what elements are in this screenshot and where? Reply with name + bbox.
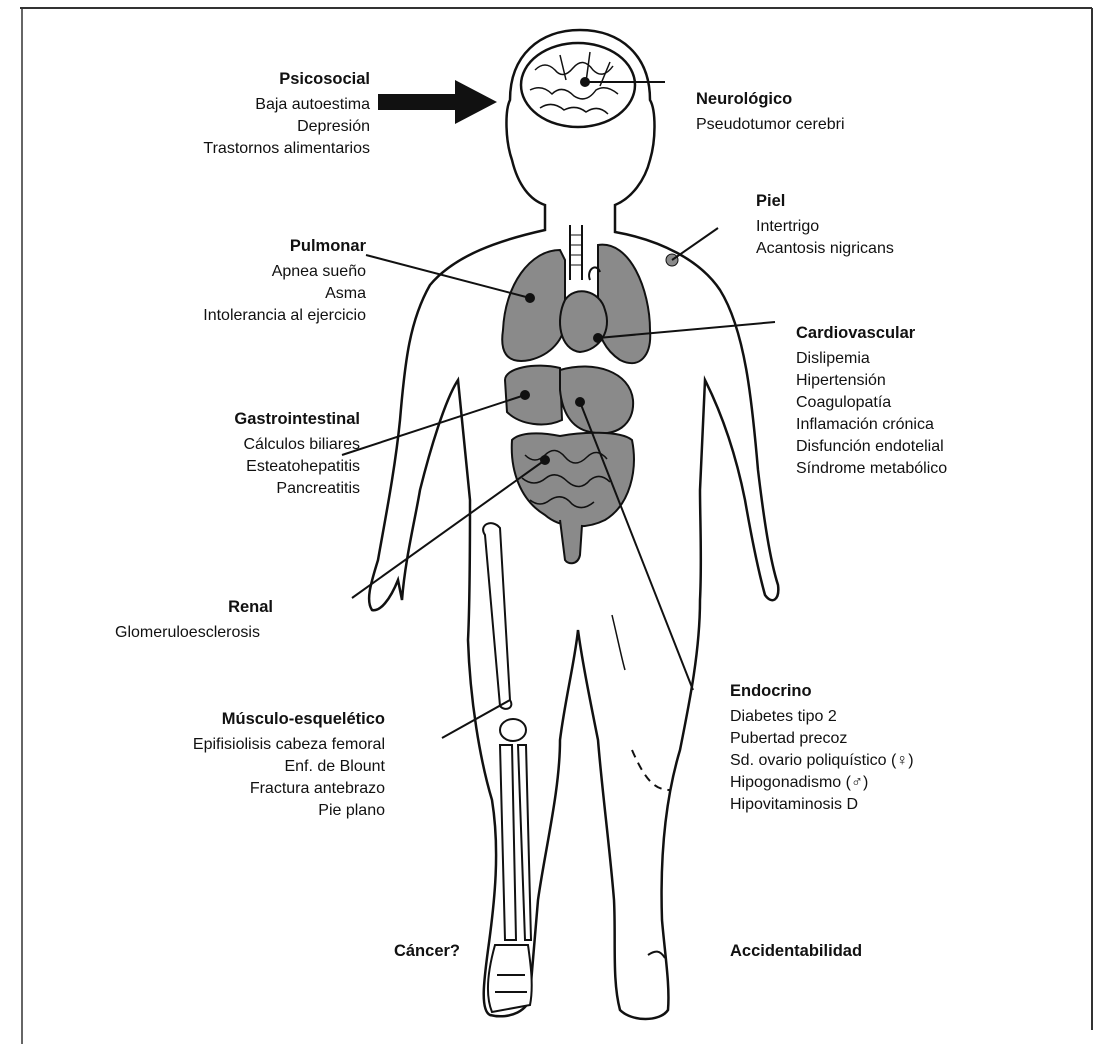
group-item: Cálculos biliares xyxy=(100,434,360,456)
group-item: Trastornos alimentarios xyxy=(110,138,370,160)
group-gastrointestinal: Gastrointestinal Cálculos biliares Estea… xyxy=(100,408,360,500)
group-item: Pie plano xyxy=(110,800,385,822)
group-cardiovascular: Cardiovascular Dislipemia Hipertensión C… xyxy=(796,322,1086,480)
group-item: Sd. ovario poliquístico (♀) xyxy=(730,750,1050,772)
group-piel: Piel Intertrigo Acantosis nigricans xyxy=(756,190,1056,260)
group-title: Renal xyxy=(115,596,273,618)
group-item: Inflamación crónica xyxy=(796,414,1086,436)
group-item: Enf. de Blount xyxy=(110,756,385,778)
group-item: Esteatohepatitis xyxy=(100,456,360,478)
group-title: Neurológico xyxy=(696,88,996,110)
group-item: Baja autoestima xyxy=(110,94,370,116)
group-item: Disfunción endotelial xyxy=(796,436,1086,458)
group-musculo-esqueletico: Músculo-esquelético Epifisiolisis cabeza… xyxy=(110,708,385,822)
group-item: Apnea sueño xyxy=(90,261,366,283)
group-pulmonar: Pulmonar Apnea sueño Asma Intolerancia a… xyxy=(90,235,366,327)
group-item: Epifisiolisis cabeza femoral xyxy=(110,734,385,756)
group-item: Dislipemia xyxy=(796,348,1086,370)
group-endocrino: Endocrino Diabetes tipo 2 Pubertad preco… xyxy=(730,680,1050,816)
group-renal: Renal Glomeruloesclerosis xyxy=(115,596,355,644)
liver xyxy=(505,366,562,425)
brain-illustration xyxy=(521,43,635,127)
heart xyxy=(560,291,607,352)
group-item: Hipertensión xyxy=(796,370,1086,392)
group-cancer: Cáncer? xyxy=(300,940,460,966)
group-item: Hipovitaminosis D xyxy=(730,794,1050,816)
group-item: Síndrome metabólico xyxy=(796,458,1086,480)
group-item: Pubertad precoz xyxy=(730,728,1050,750)
group-title: Cáncer? xyxy=(300,940,460,962)
group-title: Accidentabilidad xyxy=(730,940,950,962)
group-title: Músculo-esquelético xyxy=(110,708,385,730)
group-title: Pulmonar xyxy=(90,235,366,257)
group-item: Asma xyxy=(90,283,366,305)
group-item: Coagulopatía xyxy=(796,392,1086,414)
group-title: Psicosocial xyxy=(110,68,370,90)
group-item: Pancreatitis xyxy=(100,478,360,500)
group-item: Glomeruloesclerosis xyxy=(115,622,355,644)
group-title: Cardiovascular xyxy=(796,322,1086,344)
group-accidentabilidad: Accidentabilidad xyxy=(730,940,950,966)
arrow-icon xyxy=(378,80,497,124)
line-piel xyxy=(672,228,718,260)
group-item: Depresión xyxy=(110,116,370,138)
group-neurologico: Neurológico Pseudotumor cerebri xyxy=(696,88,996,136)
group-item: Acantosis nigricans xyxy=(756,238,1056,260)
group-item: Intertrigo xyxy=(756,216,1056,238)
group-item: Hipogonadismo (♂) xyxy=(730,772,1050,794)
group-psicosocial: Psicosocial Baja autoestima Depresión Tr… xyxy=(110,68,370,160)
group-title: Endocrino xyxy=(730,680,1050,702)
group-item: Pseudotumor cerebri xyxy=(696,114,996,136)
group-item: Intolerancia al ejercicio xyxy=(90,305,366,327)
group-title: Piel xyxy=(756,190,1056,212)
group-item: Diabetes tipo 2 xyxy=(730,706,1050,728)
group-title: Gastrointestinal xyxy=(100,408,360,430)
group-item: Fractura antebrazo xyxy=(110,778,385,800)
